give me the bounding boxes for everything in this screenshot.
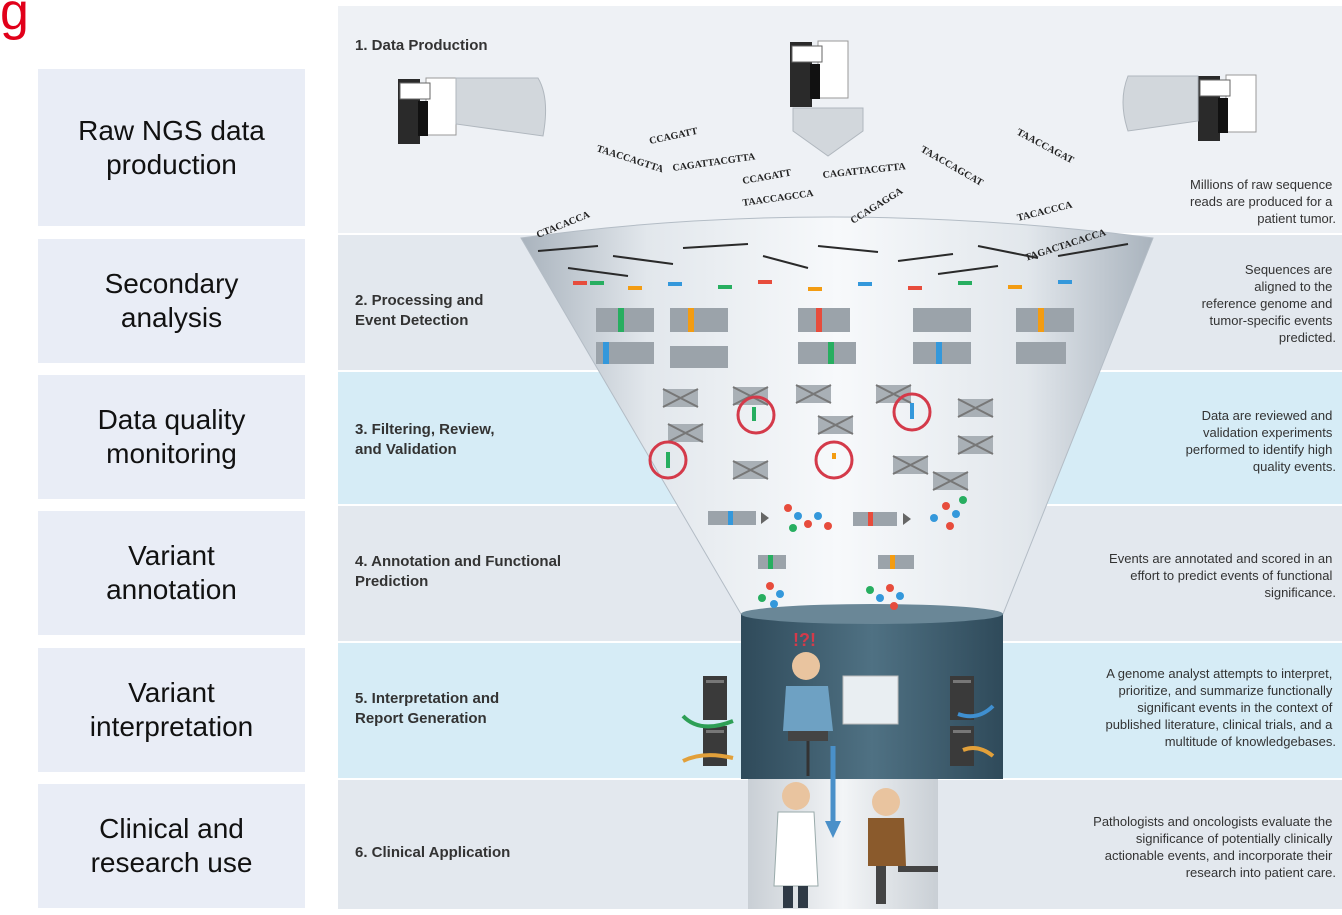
step-box-secondary-analysis: Secondary analysis [38, 239, 305, 363]
band-title-filtering: 3. Filtering, Review, and Validation [355, 421, 499, 458]
step-box-raw-data: Raw NGS data production [38, 69, 305, 226]
sequencer-icon [398, 77, 547, 144]
alignment-blocks [596, 308, 1074, 368]
analyst-icon [783, 652, 899, 776]
validated-event-circles [648, 392, 932, 480]
sequencer-icon [1122, 74, 1257, 141]
ngs-pipeline-figure: CCAGATT TAACCAGTTA CAGATTACGTTA CCAGATT … [338, 6, 1342, 909]
annotation-blocks [708, 511, 914, 569]
filtered-events [662, 384, 994, 491]
band-description: Millions of raw sequence reads are produ… [1190, 177, 1336, 226]
band-description: Sequences are aligned to the reference g… [1202, 262, 1336, 345]
analyst-exclamation: !?! [793, 630, 816, 650]
band-description: Data are reviewed and validation experim… [1186, 408, 1336, 474]
band-title-data-production: 1. Data Production [355, 37, 488, 54]
step-label: Variant annotation [106, 540, 237, 605]
band-description: Events are annotated and scored in an ef… [1109, 551, 1336, 600]
step-box-variant-annotation: Variant annotation [38, 511, 305, 635]
step-label: Variant interpretation [89, 677, 254, 742]
validated-event-marks [666, 403, 914, 468]
data-flow-arrows [681, 704, 995, 763]
band-description: Pathologists and oncologists evaluate th… [1093, 814, 1336, 880]
step-label: Secondary analysis [104, 268, 239, 333]
step-box-data-quality: Data quality monitoring [38, 375, 305, 499]
step-label: Data quality monitoring [97, 404, 246, 469]
protein-clusters [758, 496, 967, 610]
band-title-annotation: 4. Annotation and Functional Prediction [355, 553, 565, 590]
step-label: Clinical and research use [90, 813, 253, 878]
patient-icon [868, 788, 938, 904]
knowledgebase-server-icon [703, 676, 974, 766]
step-box-clinical-use: Clinical and research use [38, 784, 305, 908]
step-label: Raw NGS data production [78, 114, 265, 180]
band-title-clinical: 6. Clinical Application [355, 844, 510, 861]
doctor-icon [773, 782, 819, 908]
colored-read-fragments [573, 280, 1072, 291]
slide-title-fragment: g [0, 0, 29, 41]
band-title-processing: 2. Processing and Event Detection [355, 292, 488, 329]
sequencer-icon [790, 40, 864, 157]
read-lines [537, 243, 1129, 277]
step-box-variant-interpretation: Variant interpretation [38, 648, 305, 772]
band-description: A genome analyst attempts to interpret, … [1105, 666, 1336, 749]
band-title-interpretation: 5. Interpretation and Report Generation [355, 690, 503, 727]
